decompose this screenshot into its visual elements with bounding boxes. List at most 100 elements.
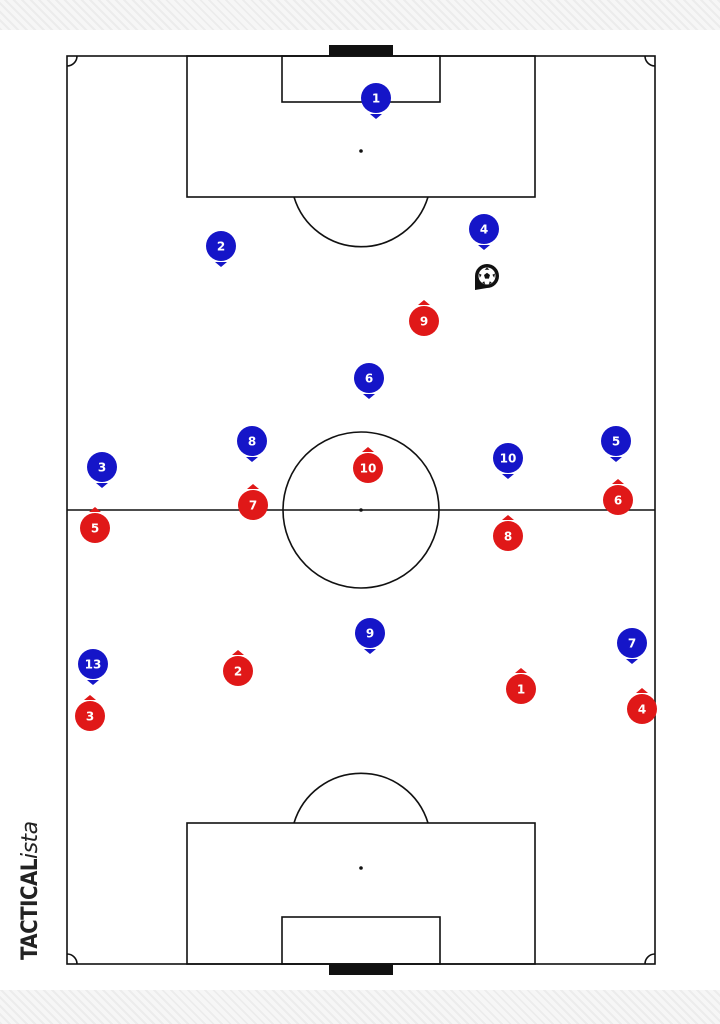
- blue-player-marker: [493, 443, 523, 473]
- blue-player-7[interactable]: 7: [617, 628, 647, 664]
- red-player-marker: [353, 453, 383, 483]
- red-player-direction-icon: [89, 507, 101, 512]
- blue-player-marker: [601, 426, 631, 456]
- centre-spot: [359, 508, 363, 512]
- red-player-10[interactable]: 10: [353, 447, 383, 483]
- top-penalty-arc: [293, 196, 429, 248]
- blue-player-marker: [354, 363, 384, 393]
- blue-player-direction-icon: [87, 680, 99, 685]
- blue-player-marker: [469, 214, 499, 244]
- blue-player-direction-icon: [502, 474, 514, 479]
- red-player-marker: [627, 694, 657, 724]
- blue-player-direction-icon: [96, 483, 108, 488]
- top-goal: [329, 45, 393, 56]
- red-player-marker: [603, 485, 633, 515]
- pitch-markings: [66, 55, 656, 965]
- red-player-number: 9: [420, 315, 428, 329]
- blue-player-number: 3: [98, 461, 106, 475]
- top-penalty-area: [186, 55, 536, 198]
- red-player-8[interactable]: 8: [493, 515, 523, 551]
- top-penalty-spot: [359, 149, 363, 153]
- blue-player-marker: [361, 83, 391, 113]
- blue-player-4[interactable]: 4: [469, 214, 499, 250]
- blue-player-1[interactable]: 1: [361, 83, 391, 119]
- blue-player-number: 8: [248, 435, 256, 449]
- brand-part2: ista: [18, 821, 43, 860]
- red-player-2[interactable]: 2: [223, 650, 253, 686]
- blue-player-10[interactable]: 10: [493, 443, 523, 479]
- red-player-4[interactable]: 4: [627, 688, 657, 724]
- blue-player-number: 6: [365, 372, 373, 386]
- blue-player-marker: [355, 618, 385, 648]
- red-player-direction-icon: [247, 484, 259, 489]
- blue-player-direction-icon: [626, 659, 638, 664]
- red-player-3[interactable]: 3: [75, 695, 105, 731]
- tacticalista-logo: TACTICALista: [18, 821, 43, 960]
- blue-player-9[interactable]: 9: [355, 618, 385, 654]
- red-player-direction-icon: [612, 479, 624, 484]
- blue-player-marker: [78, 649, 108, 679]
- blue-player-13[interactable]: 13: [78, 649, 108, 685]
- red-player-direction-icon: [84, 695, 96, 700]
- red-player-marker: [80, 513, 110, 543]
- red-player-number: 8: [504, 530, 512, 544]
- corner-arc-bottom-right: [644, 953, 656, 965]
- pitch-spots: [359, 149, 363, 870]
- blue-player-3[interactable]: 3: [87, 452, 117, 488]
- red-player-direction-icon: [362, 447, 374, 452]
- red-player-marker: [493, 521, 523, 551]
- blue-player-direction-icon: [215, 262, 227, 267]
- blue-player-number: 5: [612, 435, 620, 449]
- corner-arc-top-right: [644, 55, 656, 67]
- bottom-goal-area: [281, 916, 441, 965]
- red-player-number: 4: [638, 703, 646, 717]
- blue-player-2[interactable]: 2: [206, 231, 236, 267]
- blue-player-marker: [237, 426, 267, 456]
- soccer-ball-icon[interactable]: [475, 264, 499, 290]
- red-player-number: 10: [360, 462, 377, 476]
- blue-player-6[interactable]: 6: [354, 363, 384, 399]
- red-player-marker: [409, 306, 439, 336]
- bottom-penalty-area: [186, 822, 536, 965]
- red-player-number: 7: [249, 499, 257, 513]
- red-player-marker: [75, 701, 105, 731]
- blue-player-number: 7: [628, 637, 636, 651]
- red-player-5[interactable]: 5: [80, 507, 110, 543]
- bottom-penalty-spot: [359, 866, 363, 870]
- blue-player-direction-icon: [610, 457, 622, 462]
- blue-player-direction-icon: [246, 457, 258, 462]
- bottom-penalty-arc: [293, 772, 429, 824]
- blue-player-direction-icon: [364, 649, 376, 654]
- blue-player-number: 13: [85, 658, 102, 672]
- red-player-9[interactable]: 9: [409, 300, 439, 336]
- centre-circle: [282, 431, 440, 589]
- red-player-6[interactable]: 6: [603, 479, 633, 515]
- red-player-1[interactable]: 1: [506, 668, 536, 704]
- blue-player-8[interactable]: 8: [237, 426, 267, 462]
- bottom-border: [0, 990, 720, 1024]
- goals: [329, 45, 393, 975]
- blue-player-5[interactable]: 5: [601, 426, 631, 462]
- blue-player-number: 4: [480, 223, 488, 237]
- red-player-number: 1: [517, 683, 525, 697]
- red-player-marker: [223, 656, 253, 686]
- red-player-7[interactable]: 7: [238, 484, 268, 520]
- corner-arc-top-left: [66, 55, 78, 67]
- red-player-marker: [238, 490, 268, 520]
- blue-player-direction-icon: [478, 245, 490, 250]
- blue-player-number: 10: [500, 452, 517, 466]
- top-border: [0, 0, 720, 30]
- red-player-direction-icon: [418, 300, 430, 305]
- red-player-direction-icon: [636, 688, 648, 693]
- blue-player-number: 9: [366, 627, 374, 641]
- blue-player-number: 1: [372, 92, 380, 106]
- blue-player-direction-icon: [363, 394, 375, 399]
- red-player-number: 3: [86, 710, 94, 724]
- blue-player-number: 2: [217, 240, 225, 254]
- blue-team-players: 1 2 4 6 8 3 10 5 9 13 7: [78, 83, 647, 685]
- red-player-marker: [506, 674, 536, 704]
- red-player-direction-icon: [515, 668, 527, 673]
- red-team-players: 9 10 7 5 8 6 2 3 1 4: [75, 300, 657, 731]
